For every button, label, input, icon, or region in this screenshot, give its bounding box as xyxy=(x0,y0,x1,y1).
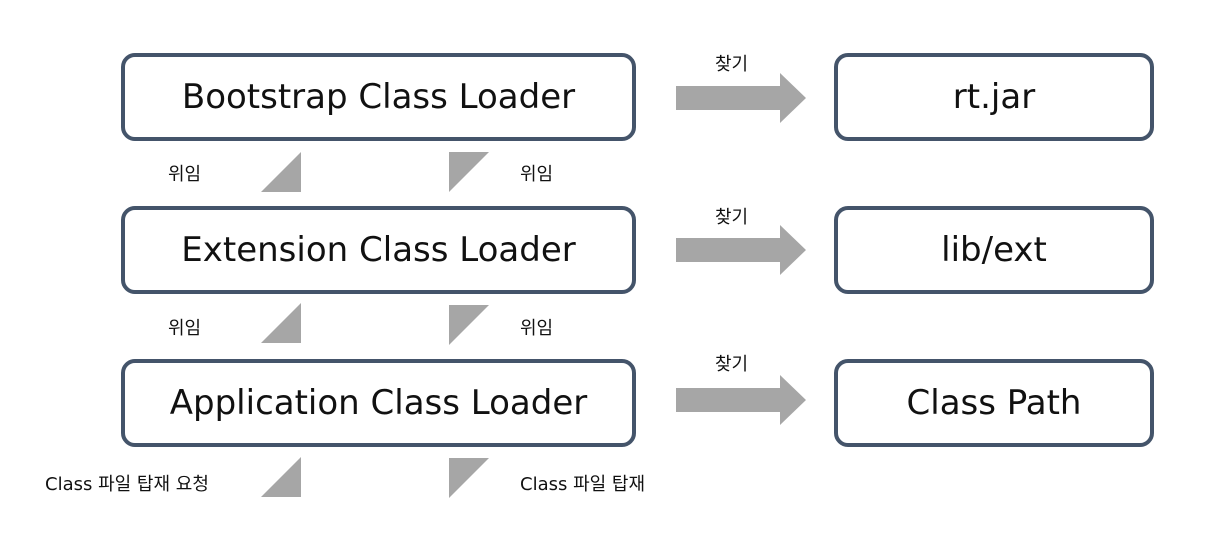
class-file-load-request-label: Class 파일 탑재 요청 xyxy=(45,474,209,495)
find-arrow-3 xyxy=(676,375,806,425)
find-label: 찾기 xyxy=(715,354,749,375)
find-arrow-1 xyxy=(676,73,806,123)
delegate-up-triangle xyxy=(261,303,301,343)
delegate-label: 위임 xyxy=(520,164,554,185)
class-path-box: Class Path xyxy=(834,359,1154,447)
application-class-loader-box: Application Class Loader xyxy=(121,359,636,447)
delegate-label: 위임 xyxy=(520,318,554,339)
delegate-label: 위임 xyxy=(168,164,202,185)
class-file-load-label: Class 파일 탑재 xyxy=(520,474,646,495)
lib-ext-box: lib/ext xyxy=(834,206,1154,294)
request-up-triangle xyxy=(261,457,301,497)
find-label: 찾기 xyxy=(715,207,749,228)
extension-class-loader-box: Extension Class Loader xyxy=(121,206,636,294)
rt-jar-box: rt.jar xyxy=(834,53,1154,141)
delegate-down-triangle xyxy=(449,152,489,192)
delegate-label: 위임 xyxy=(168,318,202,339)
find-arrow-2 xyxy=(676,225,806,275)
load-down-triangle xyxy=(449,458,489,498)
delegate-down-triangle xyxy=(449,305,489,345)
delegate-up-triangle xyxy=(261,152,301,192)
bootstrap-class-loader-box: Bootstrap Class Loader xyxy=(121,53,636,141)
find-label: 찾기 xyxy=(715,54,749,75)
